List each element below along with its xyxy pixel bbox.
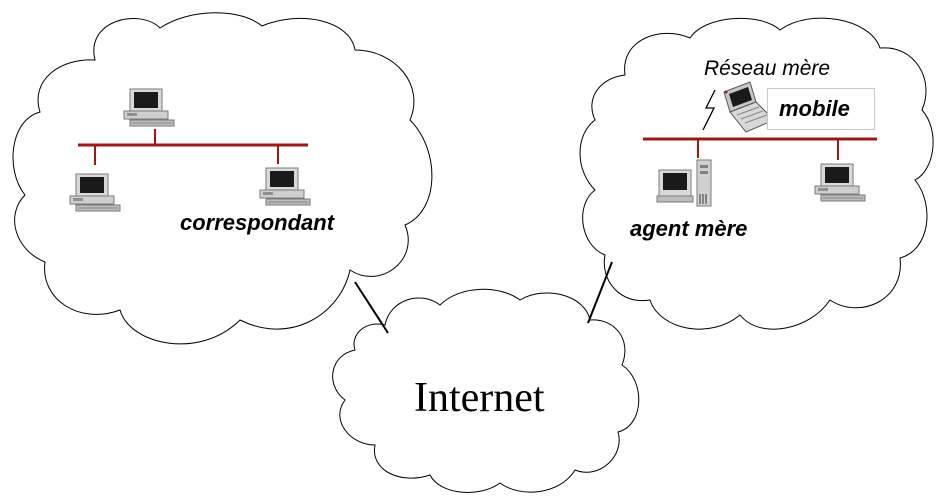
- internet-cloud: [332, 288, 640, 493]
- desktop-computer-icon: [67, 169, 127, 215]
- home-agent-label: agent mère: [630, 216, 748, 241]
- home-network-label: Réseau mère: [704, 57, 831, 80]
- link-correspondent-internet: [354, 281, 389, 334]
- desktop-computer-icon: [121, 84, 181, 130]
- correspondent-network-cloud: [12, 12, 433, 345]
- lightning-link-icon: [702, 89, 716, 131]
- internet-label: Internet: [414, 375, 545, 421]
- desktop-computer-icon: [812, 159, 872, 205]
- link-home-internet: [587, 261, 613, 324]
- mobile-label-box: [767, 88, 875, 130]
- correspondent-label: correspondant: [180, 210, 335, 235]
- mobile-label: mobile: [779, 96, 850, 121]
- tower-computer-icon: [655, 158, 715, 208]
- laptop-icon: [723, 81, 775, 133]
- desktop-computer-icon: [257, 163, 317, 209]
